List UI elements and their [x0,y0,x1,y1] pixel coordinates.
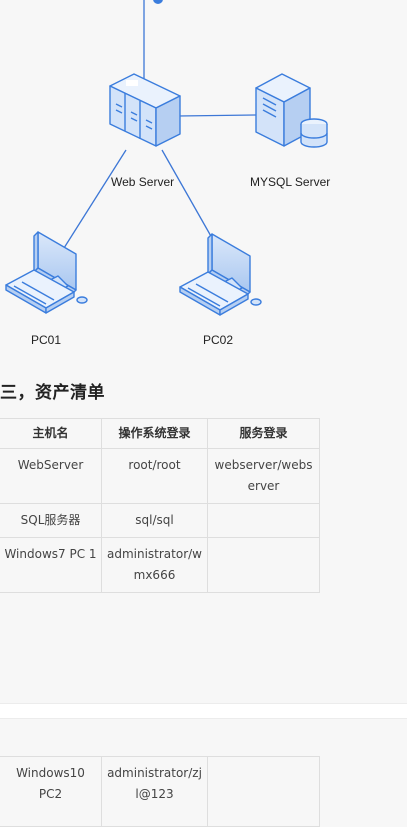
cell-os-login: root/root [101,448,208,504]
web-server-icon [109,73,181,147]
cell-hostname: WebServer [0,448,102,504]
cell-os-login: administrator/wmx666 [101,537,208,593]
table-row: Windows7 PC 1 administrator/wmx666 [0,537,320,593]
column-header-hostname: 主机名 [0,418,102,449]
section-heading-asset-list: 三，资产清单 [0,383,105,403]
cell-service-login [207,537,320,593]
table-row: SQL服务器 sql/sql [0,503,320,538]
cell-service-login: webserver/webserver [207,448,320,504]
pc01-computer-icon [5,231,88,314]
cell-hostname: Windows7 PC 1 [0,537,102,593]
pc01-label: PC01 [31,333,62,347]
link-web-mysql [177,114,257,117]
cell-service-login [207,503,320,538]
database-server-icon [255,73,328,148]
network-links [63,0,257,249]
mysql-server-label: MYSQL Server [250,175,331,189]
asset-table: 主机名 操作系统登录 服务登录 WebServer root/root webs… [0,418,320,593]
link-web-pc01 [63,149,127,249]
column-header-service-login: 服务登录 [207,418,320,449]
cell-hostname: Windows10 PC2 [0,756,102,827]
link-web-pc02 [161,149,213,239]
pc02-label: PC02 [203,333,234,347]
cell-os-login: sql/sql [101,503,208,538]
connector-dot [153,0,163,4]
cell-service-login [207,756,320,827]
document-page: Web Server MYSQL Server PC01 PC02 三，资产清单… [0,0,331,593]
asset-table-continued: Windows10 PC2 administrator/zjl@123 [0,756,320,827]
cell-os-login: administrator/zjl@123 [101,756,208,827]
column-header-os-login: 操作系统登录 [101,418,208,449]
network-topology-diagram [5,0,328,316]
table-row: WebServer root/root webserver/webserver [0,448,320,504]
pc02-computer-icon [179,233,262,316]
page-break [0,703,407,719]
table-header-row: 主机名 操作系统登录 服务登录 [0,418,320,449]
web-server-label: Web Server [111,175,175,189]
table-row: Windows10 PC2 administrator/zjl@123 [0,756,320,827]
cell-hostname: SQL服务器 [0,503,102,538]
